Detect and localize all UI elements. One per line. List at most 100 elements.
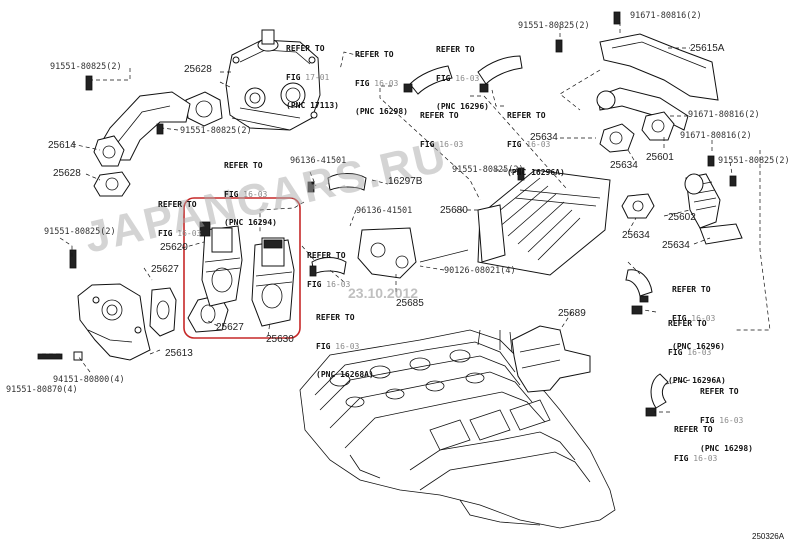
intake-pipe-drawing [85,75,223,197]
part-number-25680[interactable]: 25680 [440,205,468,216]
highlight-frame [183,197,301,339]
refer-to-pnc-16298-top[interactable]: REFER TO FIG 16-03 (PNC 16298) [355,31,408,126]
fig-label: FIG [224,189,239,199]
fig-label: FIG [286,72,301,82]
pnc-label: (PNC 16296) [436,102,489,111]
refer-to-pnc-16294[interactable]: REFER TO FIG 16-03 (PNC 16294) [224,142,277,237]
fig-number: 16-03 [691,313,716,323]
fig-label: FIG [507,139,522,149]
fastener-91671-80816-c[interactable]: 91671-80816(2) [680,131,752,141]
refer-label: REFER TO [158,200,197,209]
part-number-25614[interactable]: 25614 [48,140,76,151]
part-number-25627[interactable]: 25627 [151,264,179,275]
pnc-label: (PNC 16294) [224,218,277,227]
refer-to-pnc-16296-top[interactable]: REFER TO FIG 16-03 (PNC 16296) [436,26,489,121]
fig-label: FIG [674,453,689,463]
fastener-94151-80800[interactable]: 94151-80800(4) [53,375,125,385]
top-hoses-drawing [403,55,523,95]
part-number-25613[interactable]: 25613 [165,348,193,359]
fastener-91671-80816-a[interactable]: 91671-80816(2) [630,11,702,21]
part-number-25601[interactable]: 25601 [646,152,674,163]
part-number-25602[interactable]: 25602 [668,212,696,223]
fastener-91551-80825-e[interactable]: 91551-80825(2) [518,21,590,31]
refer-to-fig-16-03-c[interactable]: REFER TO FIG 16-03 [307,232,350,299]
small-hoses-drawing [625,269,669,417]
refer-to-fig-16-03-a[interactable]: REFER TO FIG 16-03 [420,92,463,159]
fig-label: FIG [316,341,331,351]
fig-label: FIG [420,139,435,149]
refer-to-fig-16-03-d[interactable]: REFER TO FIG 16-03 [674,406,717,473]
fastener-91551-80825-d[interactable]: 91551-80825(2) [452,165,524,175]
refer-to-fig-17-01[interactable]: REFER TO FIG 17-01 (PNC 17113) [286,25,339,120]
fig-number: 16-03 [687,347,712,357]
fig-number: 16-03 [439,139,464,149]
pnc-label: (PNC 16268A) [316,370,374,379]
part-number-25615a[interactable]: 25615A [690,43,725,54]
fastener-90126-08021[interactable]: 90126-08021(4) [444,266,516,276]
fastener-91551-80825-b[interactable]: 91551-80825(2) [180,126,252,136]
part-number-25627-lower[interactable]: 25627 [216,322,244,333]
fig-label: FIG [355,78,370,88]
part-number-25634-c[interactable]: 25634 [622,230,650,241]
fastener-91671-80816-b[interactable]: 91671-80816(2) [688,110,760,120]
egr-cooler-drawing [307,167,611,279]
engine-block-drawing [299,329,616,529]
pnc-label: (PNC 16298) [355,107,408,116]
part-number-25634-b[interactable]: 25634 [610,160,638,171]
fig-number: 16-03 [243,189,268,199]
fig-label: FIG [436,73,451,83]
fig-number: 16-03 [526,139,551,149]
refer-label: REFER TO [674,425,713,434]
refer-to-pnc-16268a[interactable]: REFER TO FIG 16-03 (PNC 16268A) [316,294,374,389]
part-number-25634-d[interactable]: 25634 [662,240,690,251]
refer-to-pnc-16296a-top[interactable]: REFER TO FIG 16-03 (PNC 16296A) [507,92,565,187]
part-number-25628-gasket[interactable]: 25628 [53,168,81,179]
refer-to-pnc-16296a-right[interactable]: REFER TO FIG 16-03 (PNC 16296A) [668,300,726,395]
refer-to-pnc-16298-right[interactable]: REFER TO FIG 16-03 (PNC 16298) [700,368,753,463]
intake-body-drawing [225,29,321,131]
refer-label: REFER TO [436,45,475,54]
pnc-label: (PNC 16296A) [507,168,565,177]
fig-number: 16-03 [455,73,480,83]
refer-label: REFER TO [668,319,707,328]
fig-number: 16-03 [326,279,351,289]
fig-label: FIG [700,415,715,425]
leader-lines [40,22,771,413]
fig-label: FIG [307,279,322,289]
refer-to-pnc-16296-right[interactable]: REFER TO FIG 16-03 (PNC 16296) [672,266,725,361]
fastener-91551-80825-a[interactable]: 91551-80825(2) [50,62,122,72]
pnc-label: (PNC 17113) [286,101,339,110]
pnc-label: (PNC 16296A) [668,376,726,385]
fig-label: FIG [672,313,687,323]
egr-housing-drawing [37,249,177,361]
diagram-code: 250326A [752,532,785,541]
fastener-91551-80825-c[interactable]: 91551-80825(2) [44,227,116,237]
exhaust-pipe-drawing [555,11,743,245]
part-number-25689[interactable]: 25689 [558,308,586,319]
part-number-25685[interactable]: 25685 [396,298,424,309]
fig-number: 16-03 [374,78,399,88]
refer-label: REFER TO [672,285,711,294]
part-number-25620[interactable]: 25620 [160,242,188,253]
fig-label: FIG [668,347,683,357]
fastener-96136-41501-b[interactable]: 96136-41501 [356,206,413,216]
bracket-drawing [511,325,591,393]
fig-number: 16-03 [335,341,360,351]
pnc-label: (PNC 16296) [672,342,725,351]
refer-to-fig-16-03-b[interactable]: REFER TO FIG 16-03 [158,181,201,248]
part-number-16297b[interactable]: 16297B [388,176,423,187]
fastener-96136-41501-a[interactable]: 96136-41501 [290,156,347,166]
part-number-25628[interactable]: 25628 [184,64,212,75]
refer-label: REFER TO [307,251,346,260]
fastener-91551-80870[interactable]: 91551-80870(4) [6,385,78,395]
part-number-25630[interactable]: 25630 [266,334,294,345]
fig-label: FIG [158,228,173,238]
fig-number: 16-03 [177,228,202,238]
refer-label: REFER TO [355,50,394,59]
part-number-25634-a[interactable]: 25634 [530,132,558,143]
refer-label: REFER TO [700,387,739,396]
fig-number: 16-03 [719,415,744,425]
fastener-91551-80825-f[interactable]: 91551-80825(2) [718,156,790,166]
